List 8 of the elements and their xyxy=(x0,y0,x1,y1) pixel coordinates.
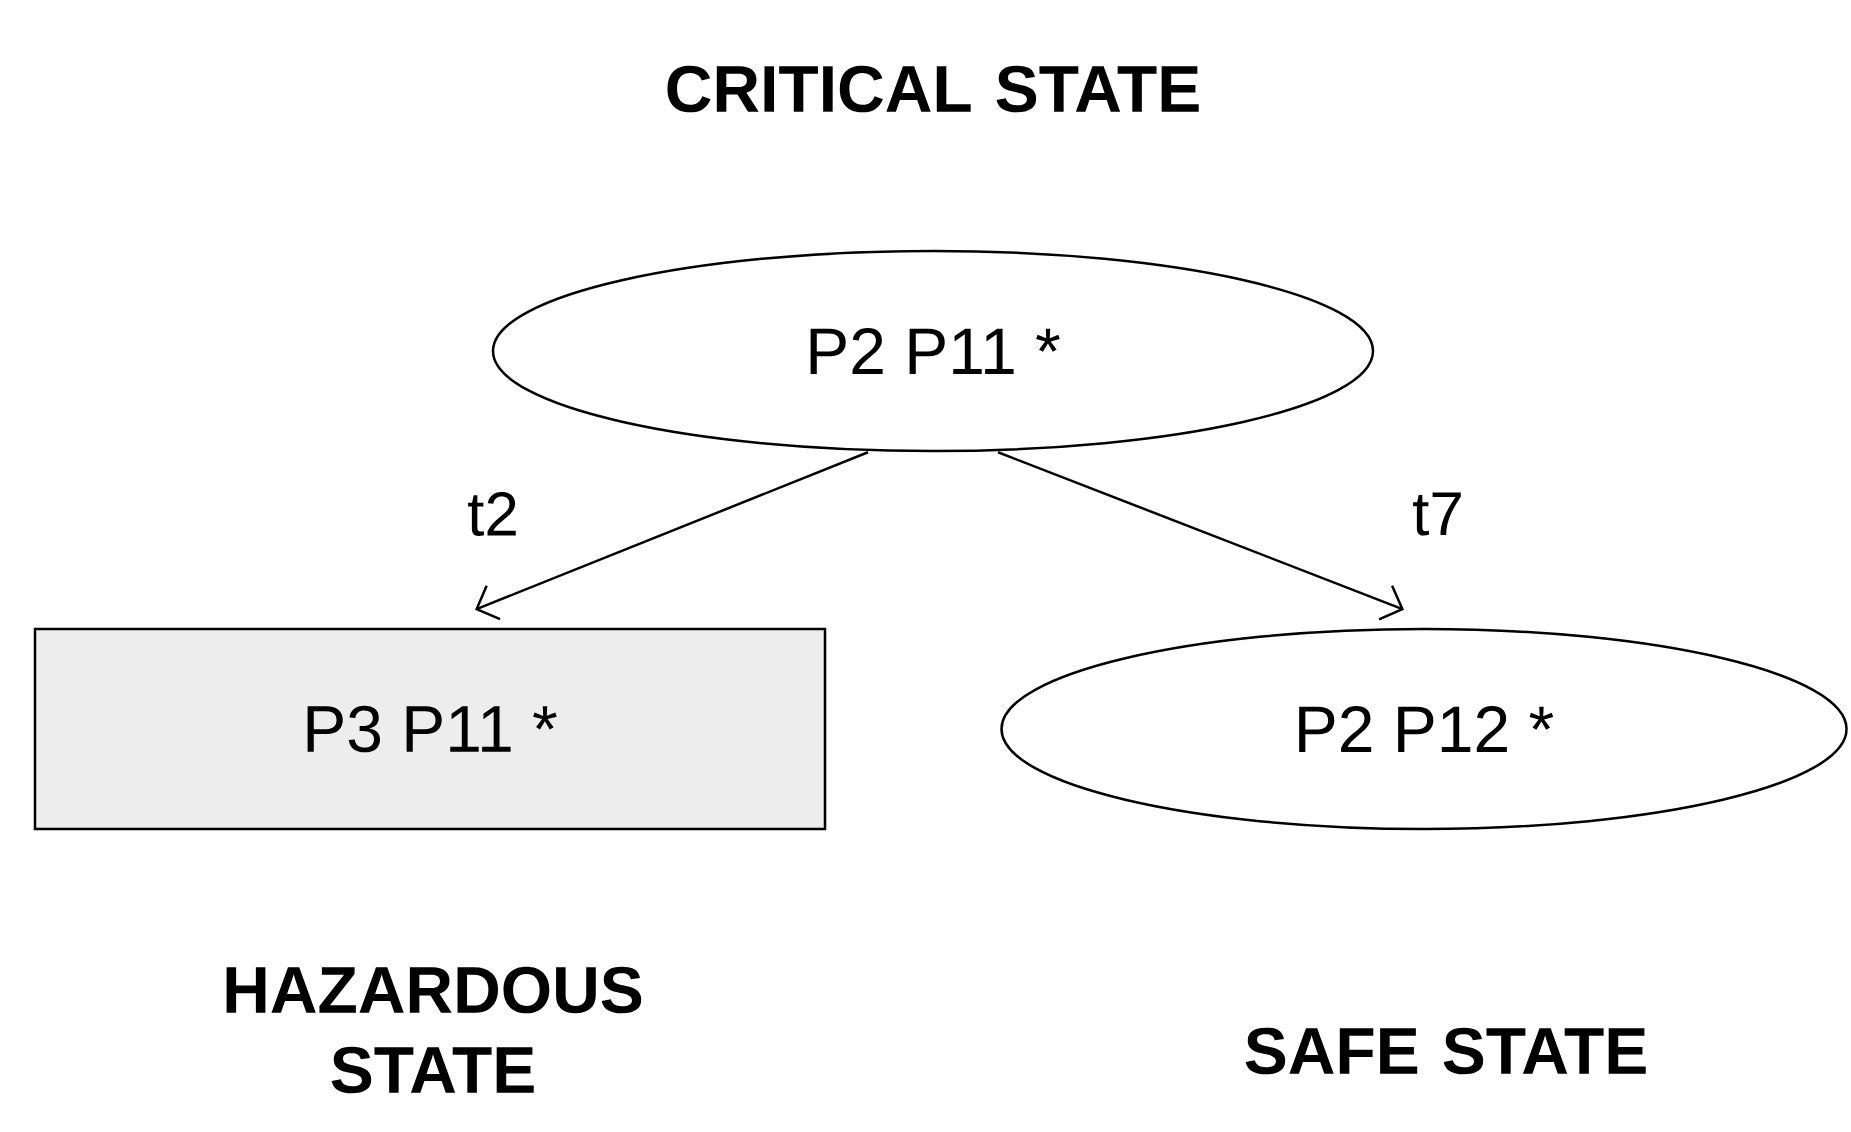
arrow xyxy=(997,451,1404,621)
state-label: HAZARDOUS STATE xyxy=(226,966,642,1094)
edge-label: t7 xyxy=(1413,492,1461,536)
state-label: SAFE STATE xyxy=(1245,1027,1646,1075)
state-box: P3 P11 * xyxy=(33,627,827,831)
edge-label: t2 xyxy=(468,492,516,536)
arrow xyxy=(475,451,869,621)
state-label: CRITICAL STATE xyxy=(667,65,1199,113)
